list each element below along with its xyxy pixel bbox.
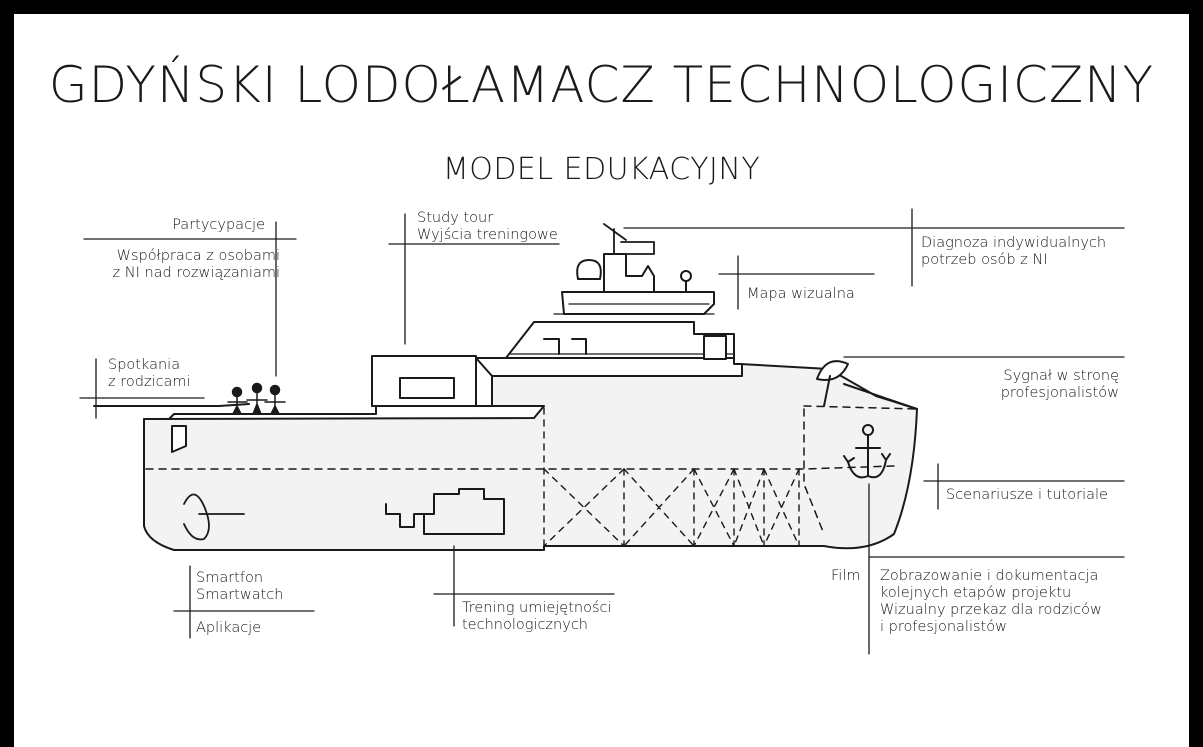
- mast: [603, 223, 655, 255]
- aft-deckhouse-window: [399, 377, 455, 399]
- label-zobrazowanie-line1: Zobrazowanie i dokumentacja: [880, 568, 1099, 584]
- label-wspolpraca-line2: z NI nad rozwiązaniami: [112, 265, 281, 281]
- label-diagnoza: Diagnoza indywidualnych potrzeb osób z N…: [921, 235, 1106, 269]
- label-trening: Trening umiejętności technologicznych: [462, 600, 612, 634]
- beacon: [680, 270, 692, 282]
- upper-windows: [543, 338, 587, 355]
- compartments: [543, 407, 800, 547]
- anchor-icon: [843, 424, 891, 479]
- aft-deckhouse: [371, 355, 477, 407]
- label-partycypacje: Partycypacje: [172, 217, 265, 233]
- label-film: Film: [831, 568, 861, 584]
- label-diagnoza-line1: Diagnoza indywidualnych: [921, 235, 1107, 251]
- stern-line: [143, 405, 493, 420]
- label-trening-line2: technologicznych: [462, 617, 588, 633]
- radome: [576, 259, 602, 280]
- stern-deck-line: [93, 403, 250, 407]
- bridge-cabin: [703, 335, 727, 360]
- poster: GDYŃSKI LODOŁAMACZ TECHNOLOGICZNY MODEL …: [14, 14, 1189, 747]
- dish-post: [823, 375, 831, 407]
- label-wizualny-line2: i profesjonalistów: [880, 619, 1007, 635]
- label-spotkania-line2: z rodzicami: [108, 374, 191, 390]
- label-sygnal: Sygnał w stronę profesjonalistów: [1001, 368, 1119, 402]
- stern-window: [171, 425, 187, 453]
- label-smartfon: Smartfon Smartwatch: [196, 570, 283, 604]
- label-wizualny-line1: Wizualny przekaz dla rodziców: [880, 602, 1102, 618]
- propeller: [183, 493, 245, 541]
- page-title: GDYŃSKI LODOŁAMACZ TECHNOLOGICZNY: [48, 56, 1155, 114]
- label-study-tour-line1: Study tour: [417, 210, 494, 226]
- bow-rail: [843, 383, 918, 410]
- page-subtitle: MODEL EDUKACYJNY: [442, 152, 761, 187]
- people-icon: [227, 382, 286, 415]
- label-wspolpraca-line1: Współpraca z osobami: [116, 248, 280, 264]
- label-spotkania-line1: Spotkania: [108, 357, 181, 373]
- bow-bulkhead: [803, 405, 918, 410]
- label-zobrazowanie: Zobrazowanie i dokumentacja kolejnych et…: [880, 568, 1102, 636]
- waterline: [145, 465, 895, 470]
- label-study-tour: Study tour Wyjścia treningowe: [417, 210, 558, 244]
- label-sygnal-line1: Sygnał w stronę: [1003, 368, 1119, 384]
- main-deckhouse: [475, 321, 743, 377]
- label-aplikacje: Aplikacje: [196, 620, 262, 636]
- label-diagnoza-line2: potrzeb osób z NI: [921, 252, 1048, 268]
- label-study-tour-line2: Wyjścia treningowe: [417, 227, 558, 243]
- label-spotkania: Spotkania z rodzicami: [108, 357, 191, 391]
- bridge-deck: [561, 291, 715, 315]
- bridge-rail: [553, 303, 715, 315]
- label-smartfon-line2: Smartwatch: [196, 587, 284, 603]
- label-trening-line1: Trening umiejętności: [462, 600, 612, 616]
- label-smartfon-line1: Smartfon: [196, 570, 264, 586]
- label-zobrazowanie-line2: kolejnych etapów projektu: [880, 585, 1072, 601]
- wheelhouse: [603, 253, 655, 293]
- ship-diagram: [79, 208, 1125, 655]
- label-wspolpraca: Współpraca z osobami z NI nad rozwiązani…: [113, 248, 281, 282]
- engine-room: [385, 488, 505, 535]
- label-mapa: Mapa wizualna: [747, 286, 855, 302]
- bow-bulkhead-vert: [803, 408, 825, 535]
- label-sygnal-line2: profesjonalistów: [1000, 385, 1119, 401]
- callout-lines: [79, 208, 1125, 655]
- label-scenariusze: Scenariusze i tutoriale: [946, 487, 1108, 503]
